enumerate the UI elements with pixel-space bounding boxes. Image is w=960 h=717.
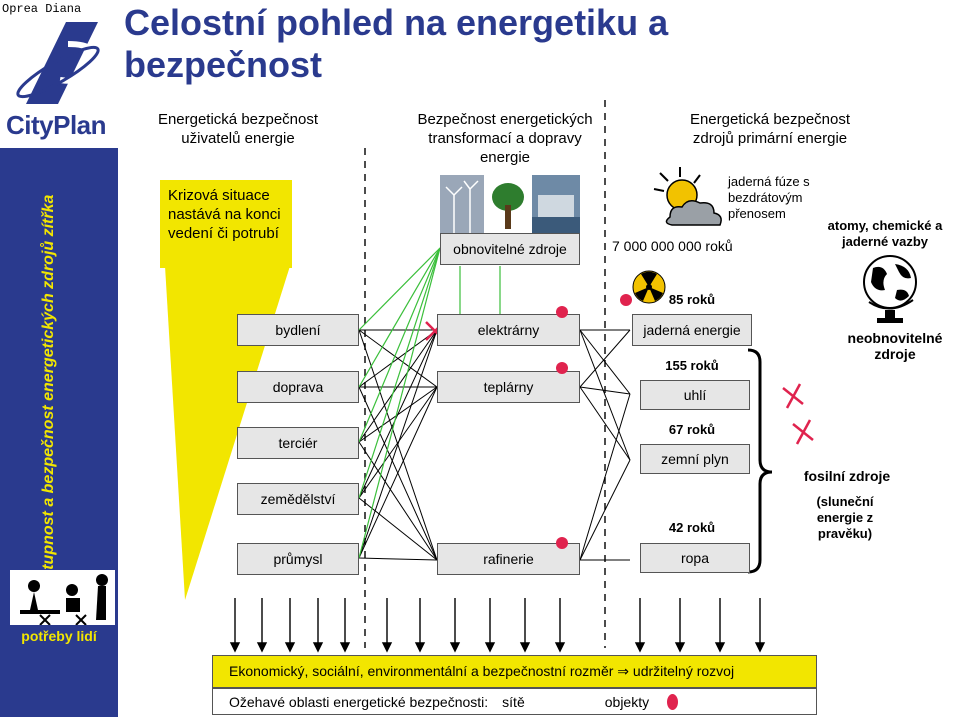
atoms-label: atomy, chemické a jaderné vazby (827, 218, 943, 249)
transform-box-power-plants: elektrárny (437, 314, 580, 346)
renewables-images (440, 175, 580, 233)
oil-years-label: 42 roků (668, 520, 716, 535)
user-box-tertiary: terciér (237, 427, 359, 459)
legend-objects: objekty (604, 693, 650, 710)
gas-years-label: 67 roků (668, 422, 716, 437)
user-box-agriculture: zemědělství (237, 483, 359, 515)
crisis-note: Krizová situace nastává na konci vedení … (160, 180, 292, 268)
column-heading-transform: Bezpečnost energetických transformací a … (417, 111, 593, 166)
object-risk-dot (556, 362, 568, 374)
legend-networks: sítě (502, 693, 525, 710)
logo-area: Oprea Diana CityPlan (0, 0, 118, 148)
author-label: Oprea Diana (2, 2, 82, 16)
risk-legend-label: Ožehavé oblasti energetické bezpečnosti: (229, 693, 489, 710)
object-risk-dot (556, 306, 568, 318)
needs-label: potřeby lidí (21, 628, 97, 644)
object-risk-dot (620, 294, 632, 306)
user-box-housing: bydlení (237, 314, 359, 346)
fossil-note: (sluneční energie z pravěku) (816, 494, 874, 541)
globe-icon (863, 255, 917, 323)
column-heading-users: Energetická bezpečnost uživatelů energie (157, 111, 319, 147)
coal-years-label: 155 roků (665, 358, 719, 373)
cityplan-logo-mark (16, 22, 100, 104)
source-box-oil: ropa (640, 543, 750, 573)
object-risk-dot (556, 537, 568, 549)
nonrenewable-label: neobnovitelné zdroje (847, 330, 943, 362)
source-box-gas: zemní plyn (640, 444, 750, 474)
sun-cloud-icon (653, 167, 722, 226)
column-heading-sources: Energetická bezpečnost zdrojů primární e… (689, 111, 851, 147)
sustainability-text: Ekonomický, sociální, environmentální a … (229, 663, 735, 679)
risk-legend: Ožehavé oblasti energetické bezpečnosti:… (212, 688, 817, 715)
user-box-transport: doprava (237, 371, 359, 403)
nuclear-years-label: 85 roků (668, 292, 716, 307)
user-box-industry: průmysl (237, 543, 359, 575)
radiation-icon (632, 270, 666, 304)
people-working-icon (10, 570, 115, 625)
fossil-label: fosilní zdroje (803, 468, 891, 484)
wind-turbines-image (440, 175, 484, 233)
source-box-nuclear: jaderná energie (632, 314, 752, 346)
source-box-coal: uhlí (640, 380, 750, 410)
transform-box-refineries: rafinerie (437, 543, 580, 575)
fusion-label: jaderná fúze s bezdrátovým přenosem (728, 174, 810, 221)
sustainability-banner: Ekonomický, sociální, environmentální a … (212, 655, 817, 688)
legend-object-dot (667, 693, 679, 710)
transform-box-heating-plants: teplárny (437, 371, 580, 403)
logo-text: CityPlan (6, 110, 107, 140)
page-title: Celostní pohled na energetiku a bezpečno… (124, 2, 669, 85)
transform-box-renewables: obnovitelné zdroje (440, 233, 580, 265)
sun-years-label: 7 000 000 000 roků (612, 238, 733, 254)
